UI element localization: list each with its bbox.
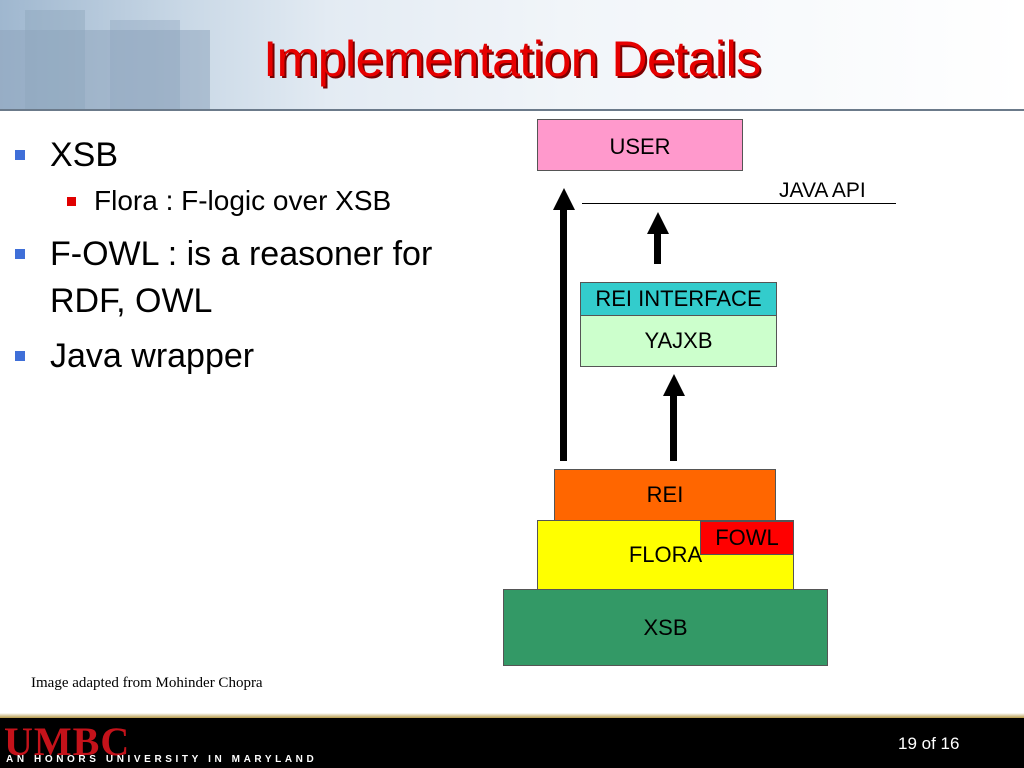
slide-footer: UMBC AN HONORS UNIVERSITY IN MARYLAND 19… [0, 718, 1024, 768]
fowl-box: FOWL [700, 521, 794, 555]
java-api-line [582, 203, 896, 204]
sub-bullet-item: Flora : F-logic over XSB [12, 183, 512, 219]
yajxb-box: YAJXB [580, 315, 777, 367]
bullet-marker-icon [15, 249, 25, 259]
xsb-box: XSB [503, 589, 828, 666]
lower-up-arrow-icon [670, 396, 677, 461]
sub-bullet-marker-icon [67, 197, 76, 206]
footer-divider [0, 713, 1024, 718]
bullet-item: XSB [12, 132, 512, 179]
bullet-text: XSB [50, 136, 119, 174]
bullet-marker-icon [15, 351, 25, 361]
upper-up-arrow-icon [654, 234, 661, 264]
flora-box: FLORA [537, 520, 794, 590]
bullet-item: Java wrapper [12, 333, 512, 380]
bullet-marker-icon [15, 150, 25, 160]
bullet-text: F-OWL : is a reasoner for RDF, OWL [50, 235, 433, 320]
sub-bullet-text: Flora : F-logic over XSB [94, 185, 392, 216]
slide-header [0, 0, 1024, 110]
java-api-label: JAVA API [779, 179, 866, 202]
campus-building-image [25, 10, 85, 110]
header-divider [0, 109, 1024, 111]
rei-box: REI [554, 469, 776, 521]
campus-building-image [110, 20, 180, 110]
bullet-list: XSB Flora : F-logic over XSB F-OWL : is … [12, 132, 512, 388]
umbc-logo: UMBC [4, 719, 131, 764]
umbc-tagline: AN HONORS UNIVERSITY IN MARYLAND [6, 754, 318, 765]
bullet-text: Java wrapper [50, 337, 255, 375]
slide-title: Implementation Details [263, 31, 761, 87]
long-up-arrow-icon [560, 210, 567, 461]
user-box: USER [537, 119, 743, 171]
image-credit-caption: Image adapted from Mohinder Chopra [31, 675, 263, 691]
campus-building-image [0, 30, 210, 110]
page-number: 19 of 16 [898, 734, 960, 753]
rei-interface-box: REI INTERFACE [580, 282, 777, 316]
bullet-item: F-OWL : is a reasoner for RDF, OWL [12, 231, 512, 325]
